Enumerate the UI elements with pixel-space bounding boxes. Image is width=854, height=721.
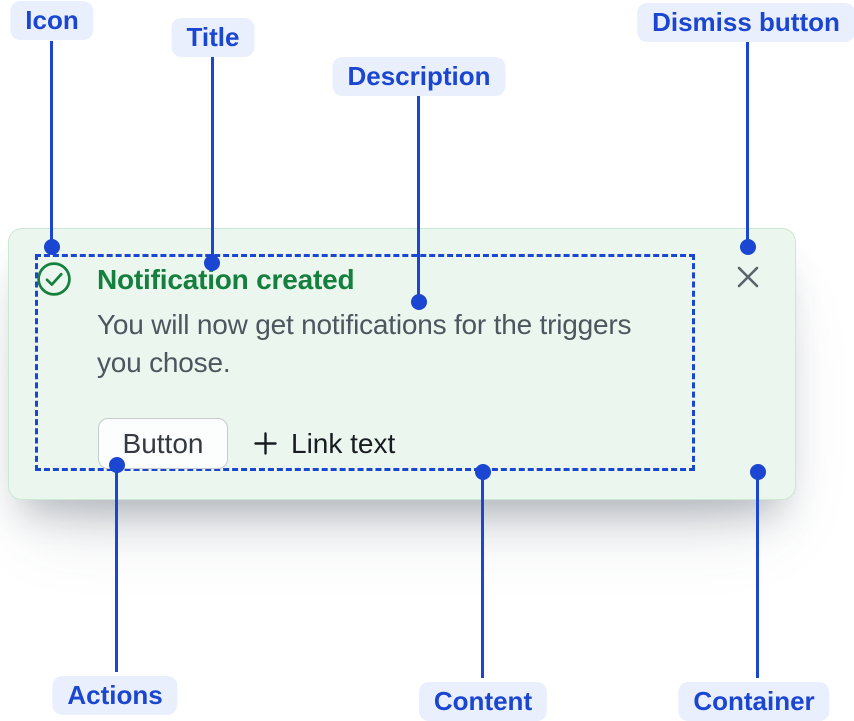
- annotation-label-content: Content: [418, 682, 548, 721]
- annotation-label-icon: Icon: [10, 1, 94, 40]
- icon-callout-line: [50, 41, 53, 247]
- check-circle-icon: [37, 262, 71, 296]
- toast-container: Notification created You will now get no…: [8, 228, 796, 500]
- container-callout-dot: [750, 464, 766, 480]
- annotation-label-container: Container: [678, 682, 830, 721]
- annotation-label-title: Title: [171, 18, 255, 57]
- actions-callout-line: [115, 465, 118, 672]
- dismiss-callout-line: [746, 41, 749, 247]
- action-link-label: Link text: [291, 427, 396, 459]
- toast-title: Notification created: [97, 264, 355, 295]
- content-callout-dot: [475, 464, 491, 480]
- action-button-label: Button: [122, 427, 204, 459]
- annotation-label-dismiss: Dismiss button: [637, 3, 854, 42]
- toast-description-line-2: you chose.: [97, 347, 231, 378]
- dismiss-button[interactable]: [733, 262, 763, 292]
- title-callout-dot: [204, 255, 220, 271]
- icon-callout-dot: [44, 239, 60, 255]
- dismiss-callout-dot: [740, 239, 756, 255]
- actions-callout-dot: [109, 457, 125, 473]
- plus-icon: [252, 430, 279, 457]
- toast-description-line-1: You will now get notifications for the t…: [97, 309, 632, 340]
- toast-description: You will now get notifications for the t…: [97, 306, 632, 382]
- close-icon: [735, 264, 761, 290]
- annotation-label-actions: Actions: [52, 676, 178, 715]
- description-callout-dot: [411, 294, 427, 310]
- title-callout-line: [211, 56, 214, 263]
- annotation-label-description: Description: [332, 57, 506, 96]
- toast-actions: Button Link text: [98, 418, 395, 469]
- content-region-outline: [35, 254, 695, 471]
- container-callout-line: [756, 472, 759, 678]
- description-callout-line: [417, 95, 420, 302]
- content-callout-line: [481, 472, 484, 678]
- action-link[interactable]: Link text: [252, 428, 395, 460]
